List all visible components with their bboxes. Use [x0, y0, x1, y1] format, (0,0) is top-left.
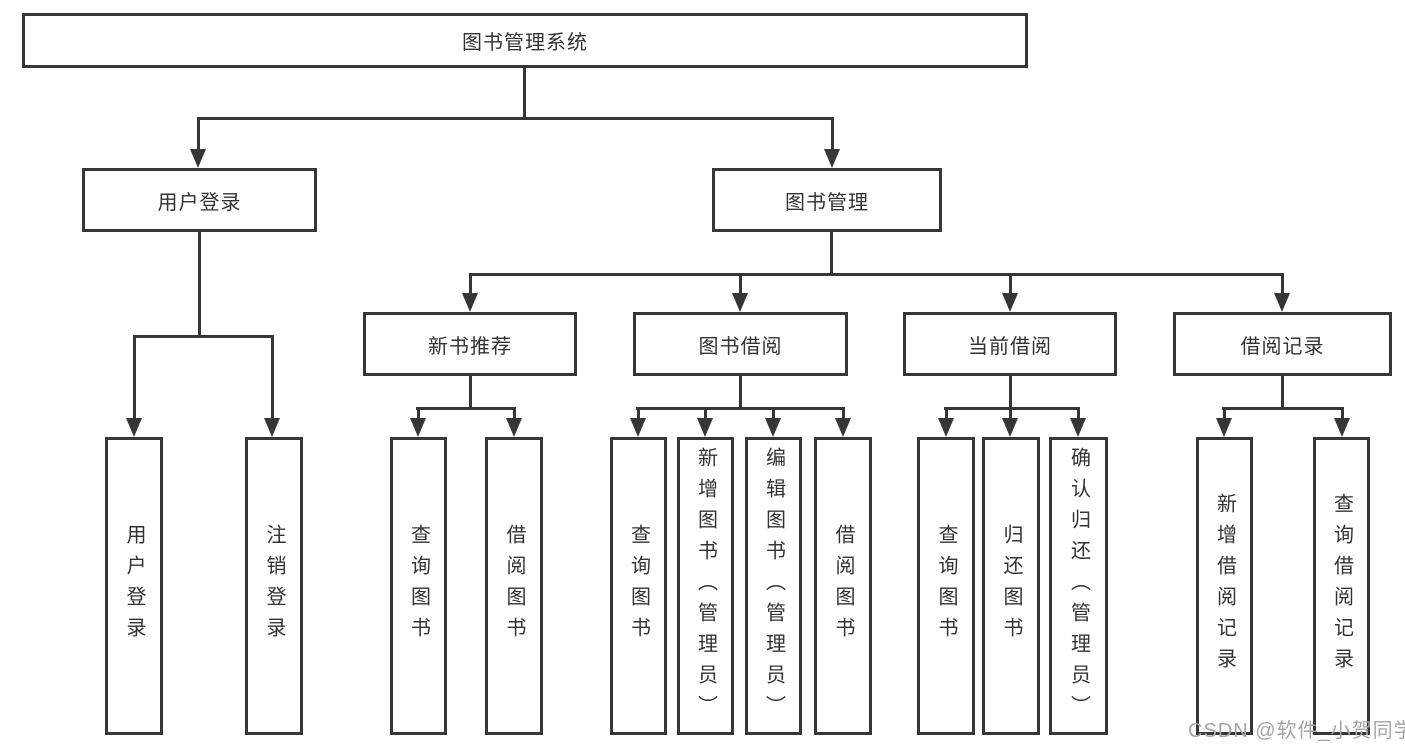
node-book-borrow: 图书借阅: [633, 312, 848, 376]
arrowhead-down: [126, 418, 142, 437]
node-leaf-borrow-books-recommend: 借阅图书: [485, 437, 543, 735]
node-leaf-borrow-books-label: 借阅图书: [832, 524, 854, 648]
connector-root-stem: [523, 68, 526, 117]
node-leaf-add-borrow-record-label: 新增借阅记录: [1213, 493, 1236, 679]
arrowhead-down: [410, 418, 426, 437]
node-leaf-borrow-books-recommend-label: 借阅图书: [503, 524, 525, 648]
node-current-borrow-label: 当前借阅: [968, 335, 1052, 358]
node-new-book-recommend: 新书推荐: [363, 312, 577, 376]
node-leaf-borrow-books: 借阅图书: [814, 437, 872, 735]
arrowhead-down: [630, 418, 646, 437]
node-leaf-query-borrow-record-label: 查询借阅记录: [1330, 493, 1353, 679]
node-leaf-return-books-label: 归还图书: [1000, 524, 1022, 648]
connector-arrow-stem: [739, 273, 742, 297]
arrowhead-down: [824, 149, 840, 168]
node-leaf-query-borrow-record: 查询借阅记录: [1313, 437, 1370, 735]
arrowhead-down: [835, 418, 851, 437]
connector-current-stem: [1009, 376, 1012, 422]
connector-arrow-stem: [842, 407, 845, 421]
connector-user-login-stem: [198, 232, 201, 338]
node-user-login: 用户登录: [82, 168, 317, 232]
connector-records-bus: [1222, 407, 1344, 410]
node-book-borrow-label: 图书借阅: [698, 335, 783, 358]
connector-user-login-bus: [133, 335, 274, 338]
arrowhead-down: [1002, 418, 1018, 437]
connector-level2-bus: [469, 273, 1284, 276]
node-leaf-return-books: 归还图书: [982, 437, 1040, 735]
node-leaf-edit-books-admin: 编辑图书（管理员）: [745, 437, 802, 735]
connector-arrow-stem: [637, 407, 640, 421]
arrowhead-down: [190, 149, 206, 168]
connector-arrow-stem: [1077, 407, 1080, 421]
connector-arrow-stem: [945, 407, 948, 421]
connector-records-stem: [1281, 375, 1284, 410]
connector-arrow-stem: [1341, 407, 1344, 421]
node-borrow-records-label: 借阅记录: [1240, 335, 1325, 358]
arrowhead-down: [1216, 418, 1232, 437]
node-root-label: 图书管理系统: [462, 32, 588, 54]
node-leaf-confirm-return-admin: 确认归还（管理员）: [1049, 437, 1108, 735]
node-borrow-records: 借阅记录: [1173, 312, 1392, 376]
connector-arrow-stem: [1223, 407, 1226, 421]
connector-recommend-stem: [469, 376, 472, 410]
connector-book-mgmt-stem: [830, 232, 833, 276]
connector-arrow-stem: [197, 117, 200, 153]
node-leaf-logout-label: 注销登录: [263, 524, 285, 648]
connector-arrow-stem: [271, 335, 274, 419]
node-leaf-query-books-borrow-label: 查询图书: [627, 524, 650, 648]
connector-arrow-stem: [704, 407, 707, 421]
arrowhead-down: [462, 293, 478, 312]
arrowhead-down: [264, 418, 280, 437]
connector-level1-bus: [197, 117, 834, 120]
connector-arrow-stem: [513, 407, 516, 421]
arrowhead-down: [732, 293, 748, 312]
node-current-borrow: 当前借阅: [903, 312, 1117, 376]
node-leaf-query-books-recommend-label: 查询图书: [407, 524, 430, 648]
node-leaf-query-books-recommend: 查询图书: [390, 437, 447, 735]
arrowhead-down: [1274, 293, 1290, 312]
node-leaf-query-books-current: 查询图书: [917, 437, 975, 735]
node-leaf-query-books-current-label: 查询图书: [935, 524, 957, 648]
node-book-management: 图书管理: [712, 168, 942, 232]
arrowhead-down: [1002, 293, 1018, 312]
connector-borrow-stem: [739, 376, 742, 410]
connector-arrow-stem: [417, 407, 420, 421]
arrowhead-down: [938, 418, 954, 437]
node-new-book-recommend-label: 新书推荐: [428, 335, 512, 358]
node-leaf-user-login-label: 用户登录: [123, 524, 145, 648]
connector-arrow-stem: [1009, 273, 1012, 297]
connector-arrow-stem: [772, 407, 775, 421]
connector-arrow-stem: [133, 335, 136, 419]
node-book-management-label: 图书管理: [785, 191, 869, 214]
connector-arrow-stem: [1281, 273, 1284, 297]
node-leaf-add-books-admin: 新增图书（管理员）: [677, 437, 734, 735]
arrowhead-down: [1070, 418, 1086, 437]
connector-arrow-stem: [831, 117, 834, 153]
connector-current-bus: [944, 407, 1080, 410]
arrowhead-down: [1334, 418, 1350, 437]
node-leaf-user-login: 用户登录: [105, 437, 163, 735]
connector-arrow-stem: [469, 273, 472, 297]
node-leaf-query-books-borrow: 查询图书: [610, 437, 667, 735]
arrowhead-down: [765, 418, 781, 437]
node-root: 图书管理系统: [22, 13, 1028, 68]
arrowhead-down: [697, 418, 713, 437]
node-leaf-add-borrow-record: 新增借阅记录: [1196, 437, 1253, 735]
csdn-watermark: CSDN @软件_小贺同学: [1188, 720, 1405, 742]
node-user-login-label: 用户登录: [157, 191, 242, 214]
arrowhead-down: [506, 418, 522, 437]
node-leaf-logout: 注销登录: [245, 437, 303, 735]
node-leaf-add-books-admin-label: 新增图书（管理员）: [694, 446, 717, 726]
node-leaf-confirm-return-admin-label: 确认归还（管理员）: [1067, 446, 1090, 726]
connector-recommend-bus: [416, 407, 515, 410]
node-leaf-edit-books-admin-label: 编辑图书（管理员）: [762, 446, 785, 726]
connector-borrow-bus: [636, 407, 844, 410]
